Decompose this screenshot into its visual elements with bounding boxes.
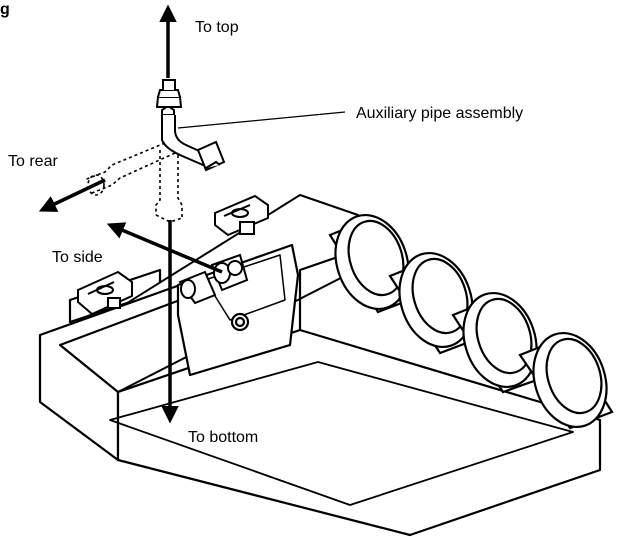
arrow-to-side [106,222,223,274]
direction-arrows [38,4,223,424]
duct-collars [328,213,614,430]
mounting-bracket-left [77,270,133,316]
arrow-to-rear [38,178,106,212]
label-to-top: To top [195,19,239,36]
bottom-panel [109,361,574,506]
mounting-bracket-right [214,194,269,237]
auxiliary-pipe-leader [177,111,346,129]
label-to-side: To side [52,249,103,266]
alternate-pipe-rear [83,142,176,196]
corner-fragment-label: g [0,1,10,18]
duct-collar-4 [518,331,614,430]
alternate-pipe-bottom [155,150,183,223]
label-to-bottom: To bottom [188,429,258,446]
duct-collar-3 [451,291,550,394]
label-to-rear: To rear [8,153,58,170]
pipe-fittings [178,253,249,305]
label-auxiliary-pipe: Auxiliary pipe assembly [356,105,523,122]
duct-collar-2 [388,251,487,355]
auxiliary-pipe [155,79,226,172]
indoor-unit-body [38,194,602,537]
